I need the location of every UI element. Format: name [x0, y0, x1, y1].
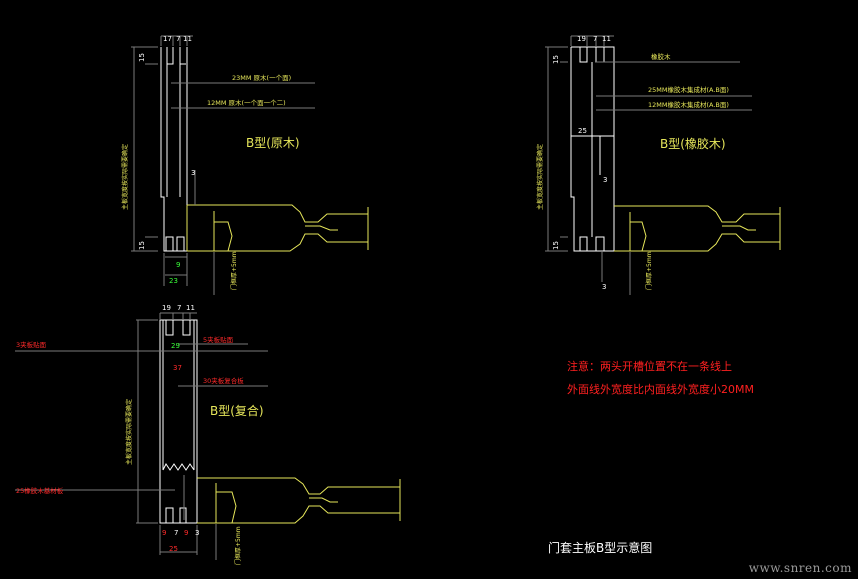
door-frame-section — [197, 477, 401, 524]
top-dim-2: 7 — [176, 35, 180, 43]
callout-1: 23MM 原木(一个面) — [232, 73, 291, 82]
top-dim-2: 7 — [593, 35, 597, 43]
side-dim-1: 15 — [138, 53, 146, 62]
side-dim-3: 3 — [191, 169, 195, 177]
note-line-2: 外面线外宽度比内面线外宽度小20MM — [567, 382, 754, 396]
door-frame-section — [614, 205, 781, 252]
inner-dim-1: 29 — [171, 342, 180, 350]
callout-4: 25橡胶木基材板 — [16, 486, 64, 495]
door-frame-section — [186, 204, 369, 252]
callout-3: 12MM橡胶木集成材(A.B面) — [648, 100, 729, 109]
side-dim-2: 15 — [138, 241, 146, 250]
note-line-1: 注意：两头开槽位置不在一条线上 — [567, 359, 732, 373]
type-label: B型(复合) — [210, 403, 264, 418]
panel-raw-wood: 17 7 11 15 15 3 主板宽度按实际需要确定 23MM 原木(一个面)… — [121, 35, 369, 295]
type-label: B型(原木) — [246, 136, 300, 150]
board-profile — [159, 319, 198, 524]
dimension-lines — [131, 35, 315, 295]
inner-dim-2: 37 — [173, 364, 182, 372]
board-profile — [570, 46, 615, 252]
top-dim-1: 19 — [577, 35, 586, 43]
panel-rubberwood: 19 7 11 15 25 15 主板宽度按实际需要确定 橡胶木 25MM橡胶木… — [536, 35, 781, 295]
side-dim-2: 25 — [578, 127, 587, 135]
bottom-dim-1: 9 — [176, 261, 180, 269]
left-vertical-label: 主板宽度按实际需要确定 — [121, 144, 129, 210]
frame-label: 门框厚+5mm — [234, 526, 242, 565]
side-dim-1: 15 — [552, 55, 560, 64]
callout-2: 25MM橡胶木集成材(A.B面) — [648, 85, 729, 94]
side-dim-4: 3 — [603, 176, 607, 184]
top-dim-1: 17 — [163, 35, 172, 43]
dimension-lines — [15, 312, 268, 560]
frame-label: 门框厚+5mm — [230, 251, 238, 290]
left-vertical-label: 主板宽度按实际需要确定 — [536, 144, 544, 210]
callout-2: 12MM 原木(一个面一个二) — [207, 98, 286, 107]
panel-composite: 19 7 11 29 37 主板宽度按实际需要确定 3夹板贴面 5夹板贴面 30… — [15, 304, 401, 565]
top-dim-3: 11 — [602, 35, 611, 43]
bottom-dim-2: 23 — [169, 277, 178, 285]
bottom-dim-1: 3 — [602, 283, 606, 291]
watermark: www.snren.com — [748, 561, 852, 575]
callout-3: 30夹板复合板 — [203, 376, 244, 385]
callout-1: 3夹板贴面 — [16, 340, 47, 349]
bottom-dim-4: 3 — [195, 529, 199, 537]
dimension-lines — [545, 35, 752, 295]
top-dim-1: 19 — [162, 304, 171, 312]
left-vertical-label: 主板宽度按实际需要确定 — [125, 399, 133, 465]
callout-1: 橡胶木 — [651, 52, 671, 61]
bottom-dim-2: 7 — [174, 529, 178, 537]
top-dim-3: 11 — [186, 304, 195, 312]
frame-label: 门框厚+5mm — [645, 251, 653, 290]
type-label: B型(橡胶木) — [660, 136, 726, 151]
callout-2: 5夹板贴面 — [203, 335, 234, 344]
bottom-dim-5: 25 — [169, 545, 178, 553]
top-dim-3: 11 — [183, 35, 192, 43]
top-dim-2: 7 — [177, 304, 181, 312]
side-dim-3: 15 — [552, 241, 560, 250]
bottom-dim-3: 9 — [184, 529, 188, 537]
drawing-title: 门套主板B型示意图 — [548, 540, 652, 555]
bottom-dim-1: 9 — [162, 529, 166, 537]
